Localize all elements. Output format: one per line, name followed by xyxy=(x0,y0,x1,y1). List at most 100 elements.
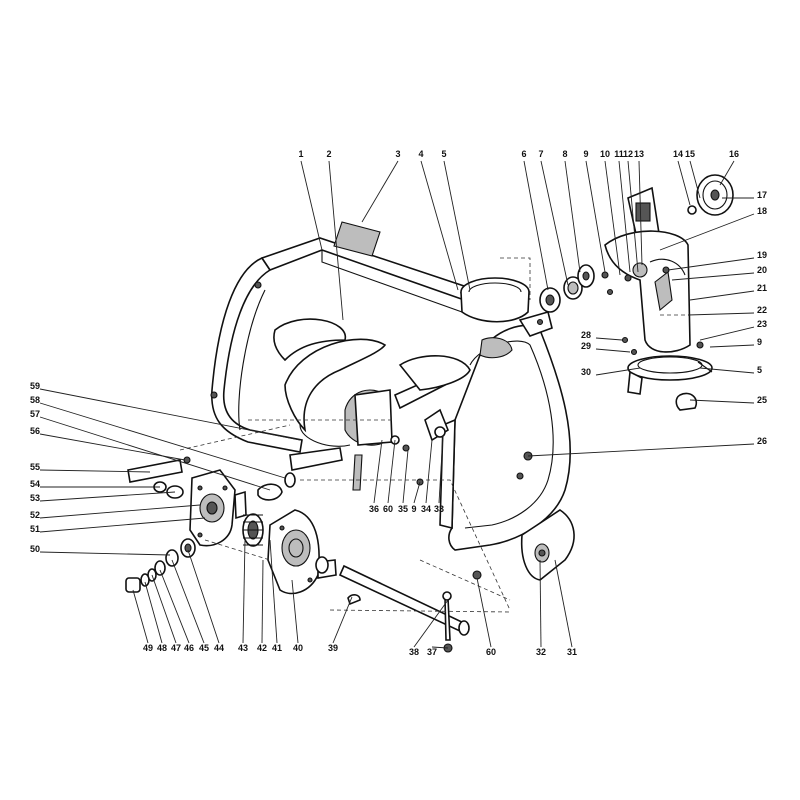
leader-line xyxy=(159,569,190,644)
callout-number: 33 xyxy=(434,504,444,514)
callout-number: 35 xyxy=(398,504,408,514)
leader-line xyxy=(39,491,176,502)
callout-number: 14 xyxy=(673,149,683,159)
callout-number: 26 xyxy=(757,436,767,446)
chute-base-ring xyxy=(621,336,713,411)
callout-c2: 2 xyxy=(326,149,344,321)
callout-c20: 20 xyxy=(671,265,767,281)
callout-c21: 21 xyxy=(689,283,767,301)
callout-number: 45 xyxy=(199,643,209,653)
callout-c8: 8 xyxy=(562,149,581,273)
callout-number: 52 xyxy=(30,510,40,520)
leader-line xyxy=(151,574,177,644)
callout-c13: 13 xyxy=(634,149,644,266)
callout-c56: 56 xyxy=(30,426,186,461)
leader-line xyxy=(638,160,643,266)
leader-line xyxy=(413,481,421,504)
callout-number: 17 xyxy=(757,190,767,200)
callout-c10: 10 xyxy=(600,149,621,276)
leader-line xyxy=(689,160,701,199)
leader-line xyxy=(564,160,581,273)
leader-line xyxy=(332,596,353,644)
callout-c54: 54 xyxy=(30,479,160,489)
leader-line xyxy=(39,416,271,491)
callout-c39: 39 xyxy=(328,596,353,653)
callout-number: 43 xyxy=(238,643,248,653)
callout-c44: 44 xyxy=(187,549,224,653)
callout-c33: 33 xyxy=(434,434,444,514)
auger-blade xyxy=(273,318,393,491)
callout-number: 29 xyxy=(581,341,591,351)
callout-number: 5 xyxy=(757,365,762,375)
leader-line xyxy=(719,160,735,186)
callout-number: 23 xyxy=(757,319,767,329)
callout-number: 7 xyxy=(538,149,543,159)
discharge-chute xyxy=(604,186,691,353)
worm-gear xyxy=(242,513,264,547)
callout-c58: 58 xyxy=(30,395,286,479)
callout-number: 11 xyxy=(614,149,624,159)
leader-line xyxy=(171,559,205,644)
side-plate xyxy=(439,311,571,551)
leader-line xyxy=(604,160,621,276)
input-shaft xyxy=(127,456,296,501)
callout-c9a: 9 xyxy=(583,149,606,273)
callout-c11: 11 xyxy=(614,149,631,273)
callout-c35: 35 xyxy=(398,449,409,514)
leader-line xyxy=(291,579,299,644)
gearbox-left-housing xyxy=(189,469,247,547)
callout-number: 28 xyxy=(581,330,591,340)
callout-c47: 47 xyxy=(151,574,181,653)
leader-line xyxy=(689,399,755,404)
callout-number: 50 xyxy=(30,544,40,554)
leader-line xyxy=(39,433,186,461)
callout-number: 32 xyxy=(536,647,546,657)
chute-pulley xyxy=(687,174,734,216)
callout-c7: 7 xyxy=(538,149,569,286)
chute-ring xyxy=(460,257,531,323)
leader-line xyxy=(402,449,409,504)
callout-c3: 3 xyxy=(361,149,401,223)
leader-line xyxy=(261,559,264,644)
leader-line xyxy=(671,272,755,281)
callout-number: 15 xyxy=(685,149,695,159)
callout-c55: 55 xyxy=(30,462,151,473)
callout-number: 25 xyxy=(757,395,767,405)
callout-c37: 37 xyxy=(427,646,449,657)
callout-c6: 6 xyxy=(521,149,549,291)
leader-line xyxy=(443,160,471,291)
callout-c32: 32 xyxy=(536,559,546,657)
callout-c36: 36 xyxy=(369,439,383,514)
leader-line xyxy=(269,539,278,644)
callout-c43: 43 xyxy=(238,539,248,653)
gearbox-right-housing xyxy=(267,509,337,595)
callout-number: 40 xyxy=(293,643,303,653)
callout-number: 42 xyxy=(257,643,267,653)
leader-line xyxy=(328,160,344,321)
auger-shaft xyxy=(289,355,471,471)
leader-line xyxy=(242,539,246,644)
callout-c22: 22 xyxy=(687,305,767,316)
callout-c15: 15 xyxy=(685,149,701,199)
leader-line xyxy=(132,589,149,644)
leader-line xyxy=(595,367,641,376)
callout-c42: 42 xyxy=(257,559,267,653)
callout-c16: 16 xyxy=(719,149,739,186)
callout-number: 59 xyxy=(30,381,40,391)
callout-number: 49 xyxy=(143,643,153,653)
leader-line xyxy=(554,559,573,648)
callout-number: 19 xyxy=(757,250,767,260)
skid-shoe xyxy=(520,509,575,581)
leader-line xyxy=(585,160,606,273)
leader-line xyxy=(595,348,631,353)
callout-number: 8 xyxy=(562,149,567,159)
callout-c34: 34 xyxy=(421,439,433,514)
leader-line xyxy=(527,443,755,457)
leader-line xyxy=(476,577,492,648)
leader-line xyxy=(595,337,623,341)
bearing-assembly xyxy=(539,264,614,313)
callout-c18: 18 xyxy=(659,206,767,251)
auger-housing xyxy=(210,237,471,453)
callout-number: 36 xyxy=(369,504,379,514)
